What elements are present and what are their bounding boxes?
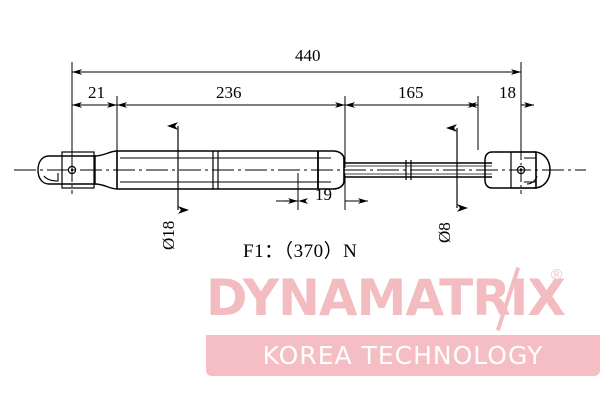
cylinder-body [116, 150, 345, 190]
right-end-fitting [484, 146, 551, 194]
diameter-label-body: Ø18 [159, 220, 178, 250]
dynamatrix-watermark: DYNAMATRIX ® KOREA TECHNOLOGY [206, 262, 600, 376]
watermark-tagline-bar: KOREA TECHNOLOGY [206, 335, 600, 376]
left-end-fitting [37, 146, 96, 194]
watermark-brand-panel: DYNAMATRIX ® [206, 262, 600, 335]
diameter-label-rod: Ø8 [435, 222, 454, 243]
dimension-label-236: 236 [216, 83, 242, 102]
neck-transition [94, 150, 118, 190]
dimension-label-21: 21 [88, 83, 105, 102]
piston-rod [344, 160, 492, 180]
watermark-brand-text: DYNAMATRIX [206, 269, 566, 327]
leader-19-ticks [297, 192, 346, 210]
dimension-label-18: 18 [499, 83, 516, 102]
dimension-label-overall: 440 [295, 46, 321, 65]
registered-trademark-icon: ® [549, 266, 564, 284]
extension-lines [71, 62, 522, 208]
watermark-tagline-text: KOREA TECHNOLOGY [262, 341, 544, 370]
dimension-label-19: 19 [315, 185, 332, 204]
dimension-label-165: 165 [398, 83, 424, 102]
force-spec-label: F1：（370）N [243, 241, 358, 262]
